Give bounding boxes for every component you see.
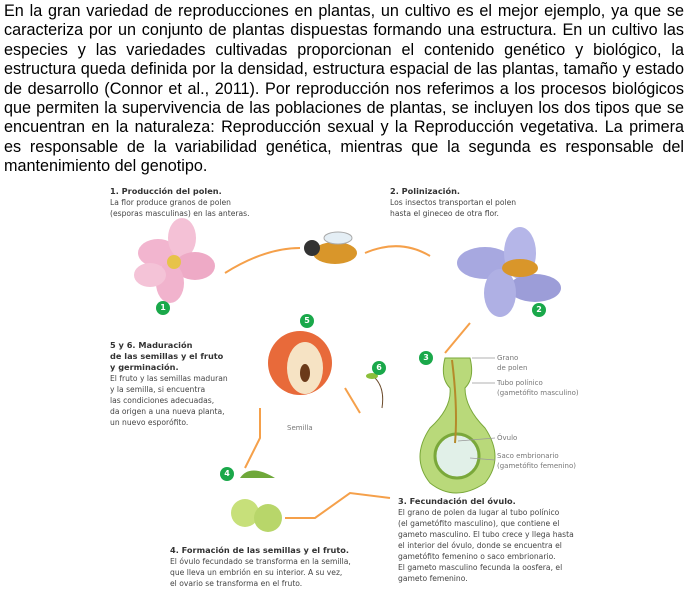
pink-flower-icon <box>134 218 215 303</box>
label-tubo-polinico: Tubo polínico(gametófito masculino) <box>497 379 579 397</box>
step-number-3: 3 <box>419 351 433 365</box>
step-number-6: 6 <box>372 361 386 375</box>
cycle-arrows <box>224 245 471 519</box>
pistil-diagram <box>419 357 496 494</box>
green-fruits-icon <box>231 470 282 532</box>
cycle-illustration <box>134 218 561 532</box>
step-number-2: 2 <box>532 303 546 317</box>
caption-step2: 2. Polinización.Los insectos transportan… <box>390 186 517 218</box>
label-ovulo: Óvulo <box>497 434 518 442</box>
step-number-5: 5 <box>300 314 314 328</box>
caption-step3: 3. Fecundación del óvulo. El grano de po… <box>398 496 574 583</box>
apple-fruit-icon <box>268 331 332 395</box>
intro-paragraph: En la gran variedad de reproducciones en… <box>4 2 684 176</box>
plant-reproduction-figure: 1 2 3 4 5 6 1. Producción del polen.La f… <box>100 178 600 597</box>
label-saco-embrionario: Saco embrionario(gametófito femenino) <box>497 452 577 470</box>
step-number-1: 1 <box>156 301 170 315</box>
blue-flower-icon <box>457 227 561 317</box>
seedling-icon <box>366 373 384 409</box>
bee-icon <box>304 231 357 264</box>
step-number-4: 4 <box>220 467 234 481</box>
caption-step1: 1. Producción del polen.La flor produce … <box>110 186 250 218</box>
label-semilla: Semilla <box>287 424 313 432</box>
caption-step4: 4. Formación de las semillas y el fruto.… <box>170 545 351 588</box>
